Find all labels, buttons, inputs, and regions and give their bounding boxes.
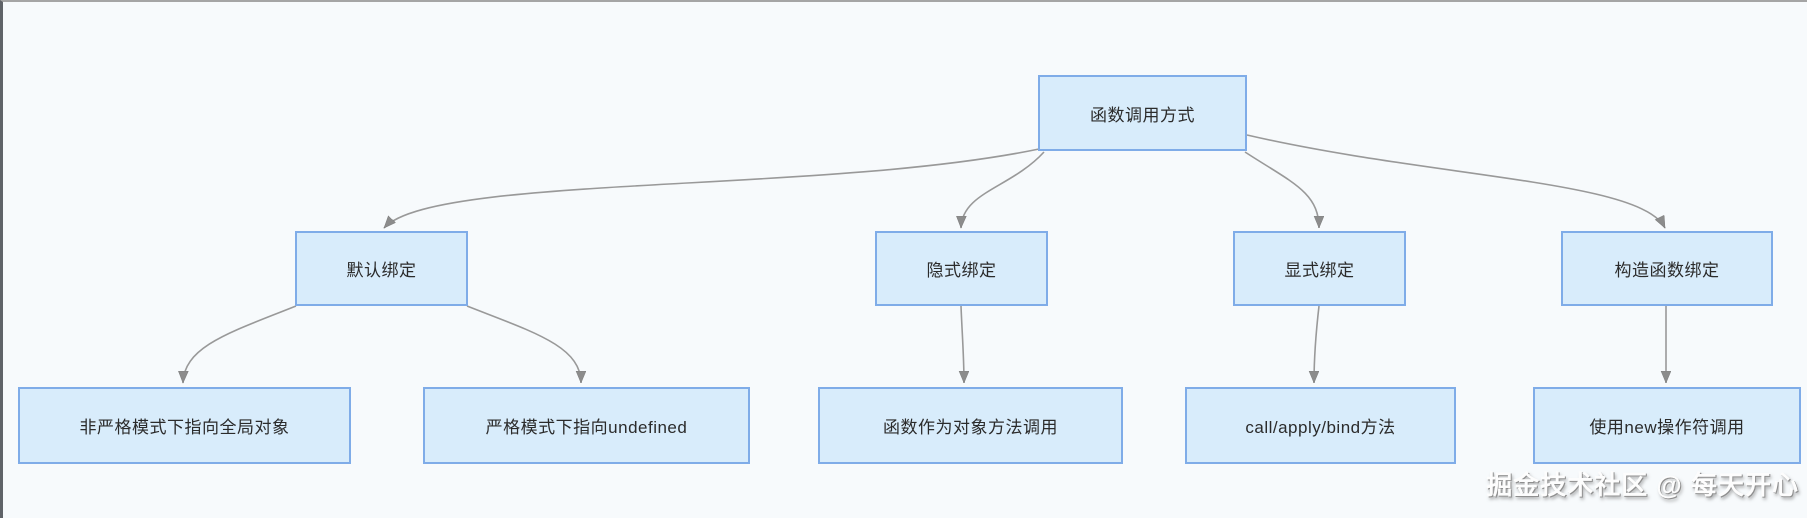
node-leaf-strict-undefined[interactable]: 严格模式下指向undefined — [423, 387, 750, 464]
node-default-binding[interactable]: 默认绑定 — [295, 231, 468, 306]
node-constructor-binding[interactable]: 构造函数绑定 — [1561, 231, 1773, 306]
node-leaf-nonstrict-global-object[interactable]: 非严格模式下指向全局对象 — [18, 387, 351, 464]
node-implicit-binding[interactable]: 隐式绑定 — [875, 231, 1048, 306]
node-leaf-object-method-call[interactable]: 函数作为对象方法调用 — [818, 387, 1123, 464]
edge-root-to-constructor-binding — [1246, 134, 1666, 228]
node-leaf-call-apply-bind[interactable]: call/apply/bind方法 — [1185, 387, 1456, 464]
edge-default-to-nonstrict-global — [183, 305, 297, 383]
edge-root-to-default-binding — [383, 148, 1040, 229]
edge-explicit-to-call-apply-bind — [1314, 305, 1320, 383]
node-leaf-new-operator-call[interactable]: 使用new操作符调用 — [1533, 387, 1801, 464]
node-explicit-binding[interactable]: 显式绑定 — [1233, 231, 1406, 306]
juejin-watermark: 掘金技术社区 @ 每天开心 — [1486, 470, 1799, 500]
edge-root-to-implicit-binding — [961, 151, 1045, 228]
edge-default-to-strict-undefined — [466, 305, 581, 383]
node-root-function-call-methods[interactable]: 函数调用方式 — [1038, 75, 1247, 151]
edge-implicit-to-object-method — [961, 305, 964, 383]
edge-root-to-explicit-binding — [1244, 151, 1319, 228]
